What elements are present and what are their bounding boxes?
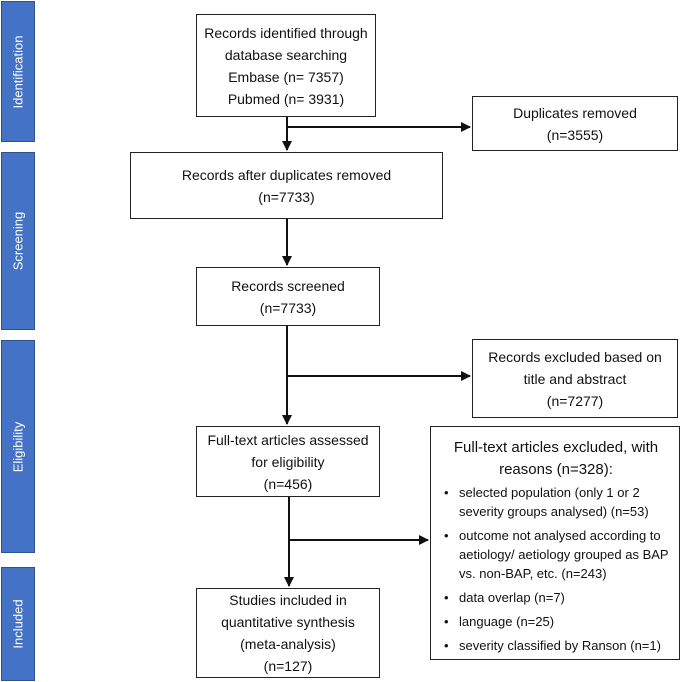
- box-records-identified: Records identified through database sear…: [196, 14, 376, 117]
- box-studies-included: Studies included in quantitative synthes…: [196, 588, 380, 678]
- phase-included: Included: [1, 567, 35, 681]
- box-excluded-title-abstract: Records excluded based on title and abst…: [472, 339, 678, 418]
- box-fulltext-assessed: Full-text articles assessed for eligibil…: [196, 426, 380, 497]
- list-item: •outcome not analysed according to aetio…: [444, 528, 669, 581]
- phase-eligibility: Eligibility: [1, 340, 35, 553]
- list-item: •selected population (only 1 or 2 severi…: [444, 485, 649, 519]
- box-after-duplicates: Records after duplicates removed (n=7733…: [130, 152, 443, 219]
- exclusion-reasons-list: •selected population (only 1 or 2 severi…: [441, 483, 671, 660]
- list-item: •severity classified by Ranson (n=1): [444, 638, 661, 653]
- list-item: •language (n=25): [444, 614, 555, 629]
- list-item: •data overlap (n=7): [444, 590, 565, 605]
- phase-screening: Screening: [1, 152, 35, 330]
- fulltext-excluded-heading: Full-text articles excluded, with reason…: [453, 439, 659, 478]
- box-records-screened: Records screened (n=7733): [196, 267, 380, 326]
- box-duplicates-removed: Duplicates removed (n=3555): [472, 96, 678, 151]
- phase-identification: Identification: [1, 1, 35, 142]
- box-fulltext-excluded: Full-text articles excluded, with reason…: [430, 426, 680, 660]
